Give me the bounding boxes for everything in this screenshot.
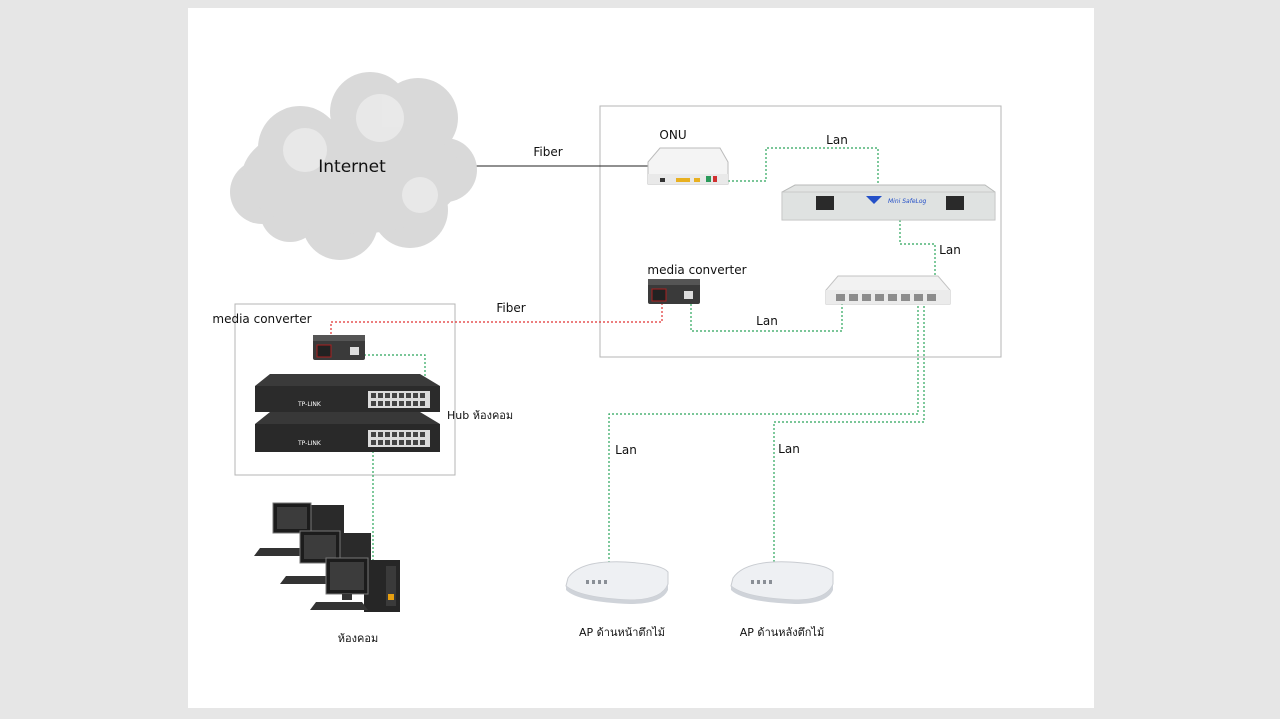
lan-label-ap2: Lan xyxy=(778,442,800,456)
computer-room-label: ห้องคอม xyxy=(338,632,378,645)
lan-label-patchpanel-switch: Lan xyxy=(939,243,961,257)
media-converter-right-label: media converter xyxy=(647,263,746,277)
computer-room-frame xyxy=(234,303,456,476)
lan-label-mediaconverter-switch: Lan xyxy=(756,314,778,328)
media-converter-left-icon xyxy=(313,335,365,360)
fiber-top-label: Fiber xyxy=(533,145,562,159)
ap1-label: AP ด้านหน้าตึกไม้ xyxy=(579,626,665,639)
onu-device-icon xyxy=(647,147,729,185)
media-converter-right-icon xyxy=(648,279,700,304)
patch-panel-icon xyxy=(781,184,996,221)
access-point-front-icon xyxy=(565,561,669,604)
fiber-line-mediaconverters xyxy=(330,303,663,347)
lan-label-onu-patchpanel: Lan xyxy=(826,133,848,147)
media-converter-left-label: media converter xyxy=(212,312,311,326)
hub-label: Hub ห้องคอม xyxy=(447,409,513,422)
isp-room-frame xyxy=(599,105,1002,358)
lan-line-mediaconverter-hub xyxy=(356,354,426,412)
lan-line-onu-patchpanel xyxy=(728,147,879,196)
lan-line-mediaconverter-switch xyxy=(690,300,843,332)
internet-cloud-icon xyxy=(230,72,477,260)
network-diagram: Internet Fiber ONU Mini SafeLog Lan Lan xyxy=(212,72,1002,645)
lan-line-switch-ap2 xyxy=(773,302,925,572)
patch-panel-brand: Mini SafeLog xyxy=(888,198,927,205)
internet-label: Internet xyxy=(318,157,386,177)
desktop-switch-icon xyxy=(825,275,951,305)
lan-label-ap1: Lan xyxy=(615,443,637,457)
fiber-bottom-label: Fiber xyxy=(496,301,525,315)
ap2-label: AP ด้านหลังตึกไม้ xyxy=(740,626,824,639)
diagram-canvas: Internet Fiber ONU Mini SafeLog Lan Lan xyxy=(188,8,1094,708)
computers-icon xyxy=(254,502,400,612)
onu-label: ONU xyxy=(659,128,686,142)
hub-lower-brand: TP-LINK xyxy=(297,440,322,447)
access-point-back-icon xyxy=(730,561,834,604)
hub-upper-brand: TP-LINK xyxy=(297,401,322,408)
hub-stack-icon xyxy=(255,374,440,452)
lan-line-patchpanel-switch xyxy=(899,220,936,300)
lan-line-switch-ap1 xyxy=(608,302,919,578)
